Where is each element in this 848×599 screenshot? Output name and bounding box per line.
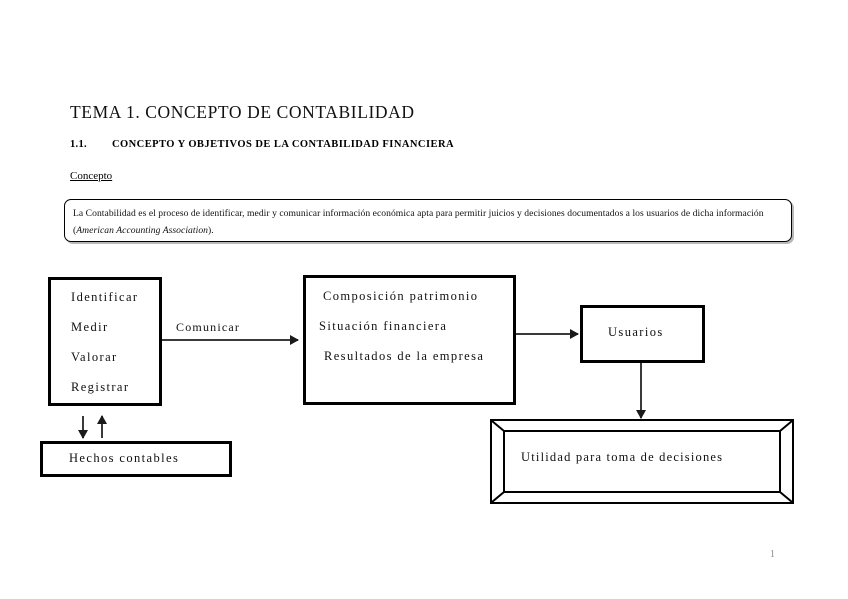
subheading-concepto: Concepto	[70, 170, 113, 182]
diagram-box-users: Usuarios	[580, 305, 705, 363]
diagram-box-actions: Identificar Medir Valorar Registrar	[48, 277, 162, 406]
diagram-box-information: Composición patrimonio Situación financi…	[303, 275, 516, 405]
arrow-down-icon-actions-to-facts	[78, 416, 88, 439]
info-item-situacion-financiera: Situación financiera	[319, 319, 448, 333]
utility-label: Utilidad para toma de decisiones	[521, 450, 724, 464]
action-item-registrar: Registrar	[71, 380, 130, 394]
diagram-box-utility: Utilidad para toma de decisiones	[490, 419, 794, 504]
action-item-valorar: Valorar	[71, 350, 118, 364]
connector-label-comunicar: Comunicar	[176, 320, 241, 334]
info-item-resultados-empresa: Resultados de la empresa	[324, 349, 485, 363]
bevel-inner-frame	[503, 430, 781, 493]
section-heading: CONCEPTO Y OBJETIVOS DE LA CONTABILIDAD …	[112, 139, 455, 150]
arrow-right-icon-to-users	[516, 329, 579, 339]
definition-box: La Contabilidad es el proceso de identif…	[64, 199, 792, 242]
arrow-up-icon-facts-to-actions	[97, 415, 107, 438]
diagram-box-facts: Hechos contables	[40, 441, 232, 477]
definition-text-tail: ).	[208, 225, 214, 236]
action-item-identificar: Identificar	[71, 290, 139, 304]
definition-text: La Contabilidad es el proceso de identif…	[73, 205, 785, 239]
info-item-composicion-patrimonio: Composición patrimonio	[323, 289, 479, 303]
users-label: Usuarios	[608, 325, 664, 339]
arrow-down-icon-users-to-utility	[636, 363, 646, 419]
definition-text-main: La Contabilidad es el proceso de identif…	[73, 208, 764, 236]
action-item-medir: Medir	[71, 320, 109, 334]
facts-label: Hechos contables	[69, 451, 180, 465]
page-title: TEMA 1. CONCEPTO DE CONTABILIDAD	[70, 102, 415, 122]
definition-source: American Accounting Association	[76, 225, 209, 236]
arrow-right-icon-comunicar	[162, 335, 299, 345]
page-number: 1	[770, 549, 775, 560]
section-number: 1.1.	[70, 139, 87, 150]
